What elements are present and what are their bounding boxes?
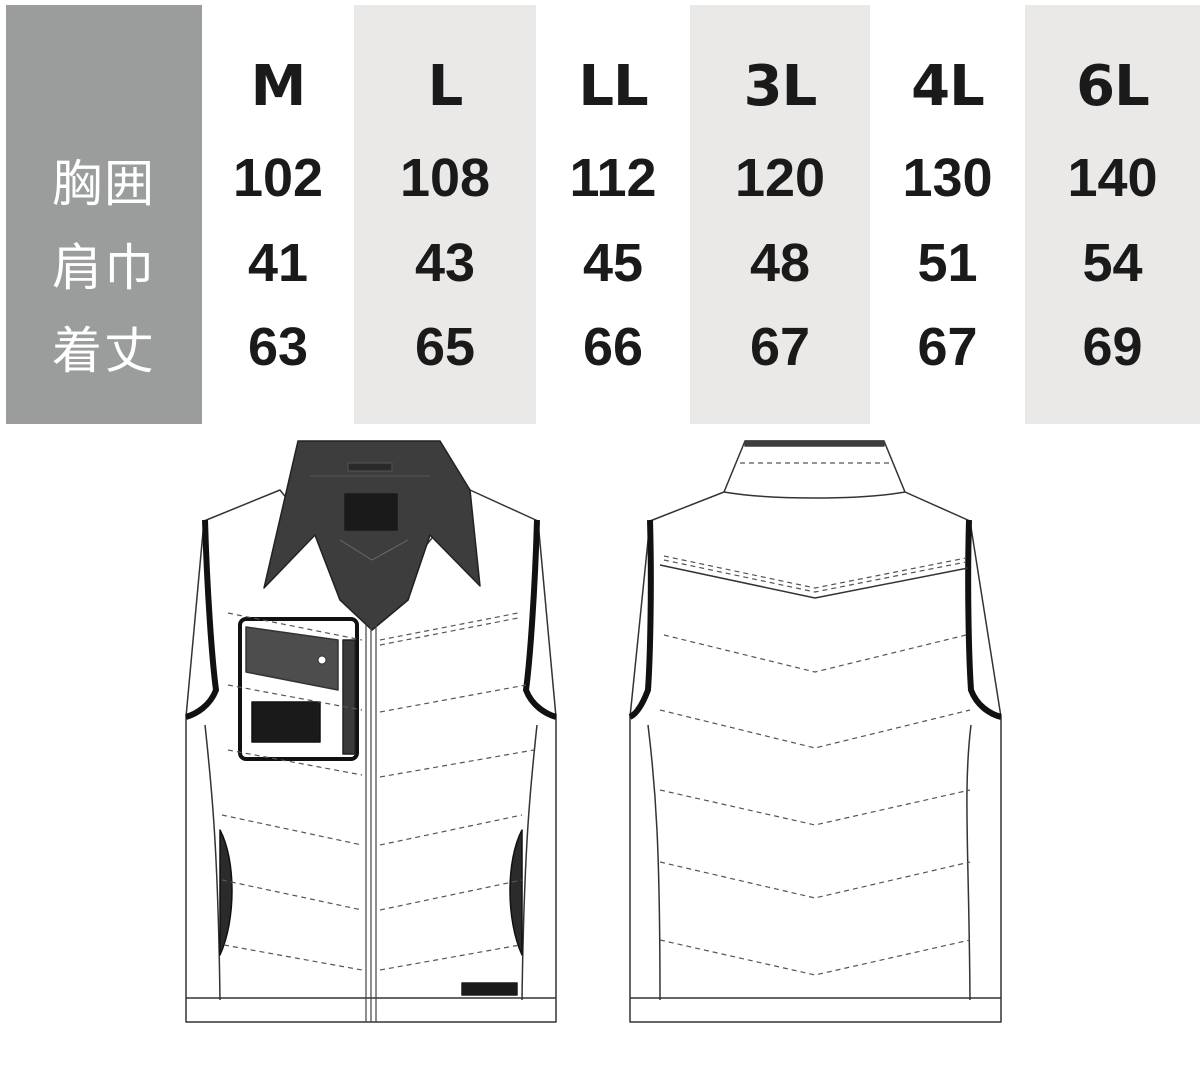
shoulder-value: 43 (414, 233, 476, 293)
size-header: 3L (743, 54, 818, 119)
row-label-length: 着丈 (52, 322, 156, 380)
shoulder-value: 54 (1082, 233, 1143, 293)
size-column-4l: 4L 130 51 67 (870, 5, 1025, 424)
shoulder-value: 45 (582, 233, 644, 293)
size-header: 6L (1076, 54, 1150, 119)
size-column-3l: 3L 120 48 67 (690, 5, 870, 424)
row-label-shoulder: 肩巾 (52, 239, 156, 297)
chest-value: 108 (399, 148, 491, 208)
size-header: L (427, 54, 464, 119)
chest-value: 140 (1067, 148, 1158, 208)
vest-illustrations (185, 440, 1002, 1023)
vest-front-illustration (185, 440, 557, 1023)
shoulder-value: 41 (247, 233, 309, 293)
chest-value: 130 (902, 148, 993, 208)
length-value: 69 (1082, 317, 1143, 377)
row-label-chest: 胸囲 (52, 155, 156, 213)
length-value: 63 (247, 317, 309, 377)
size-column-6l: 6L 140 54 69 (1025, 5, 1200, 424)
size-header: 4L (911, 54, 985, 119)
shoulder-value: 48 (749, 233, 811, 293)
length-value: 67 (749, 317, 811, 377)
size-column-m: M 102 41 63 (202, 5, 354, 424)
size-chart: 胸囲 肩巾 着丈 M 102 41 63 L 108 43 65 LL 112 … (0, 0, 1200, 424)
chest-value: 120 (734, 148, 826, 208)
length-value: 65 (414, 317, 476, 377)
chest-value: 112 (569, 148, 657, 208)
size-column-l: L 108 43 65 (354, 5, 536, 424)
row-label-column: 胸囲 肩巾 着丈 (6, 5, 202, 424)
vest-back-illustration (628, 440, 1002, 1023)
size-column-ll: LL 112 45 66 (536, 5, 690, 424)
length-value: 66 (582, 317, 644, 377)
shoulder-value: 51 (917, 233, 978, 293)
size-header: LL (578, 54, 648, 119)
size-header: M (250, 54, 307, 119)
length-value: 67 (917, 317, 978, 377)
chest-value: 102 (232, 148, 324, 208)
